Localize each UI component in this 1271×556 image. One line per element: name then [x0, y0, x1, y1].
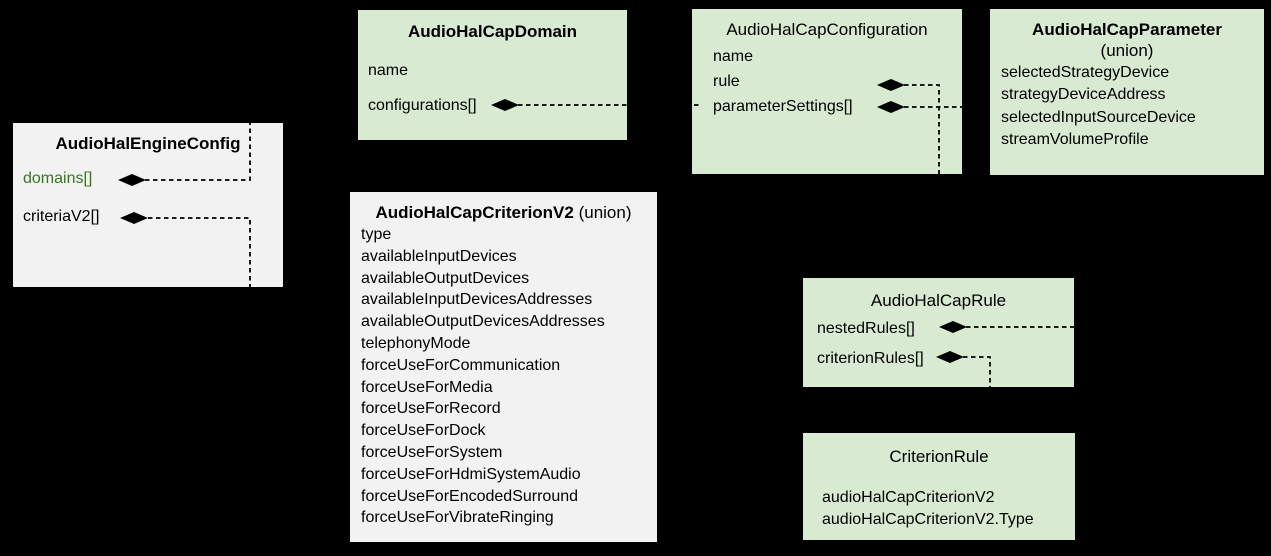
- class-box-audiohalcapdomain: AudioHalCapDomain name configurations[]: [358, 10, 627, 140]
- field-domains: domains[]: [23, 170, 93, 187]
- field-forceuseforhdmisystemaudio: forceUseForHdmiSystemAudio: [361, 465, 581, 483]
- class-title-text: AudioHalCapCriterionV2: [375, 203, 574, 222]
- class-title-audiohalengineconfig: AudioHalEngineConfig: [13, 123, 283, 154]
- field-selectedinputsourcedevice: selectedInputSourceDevice: [1001, 108, 1196, 126]
- field-forceusefordock: forceUseForDock: [361, 422, 486, 440]
- field-audiohalcapcriterionv2: audioHalCapCriterionV2: [822, 489, 995, 506]
- class-title-text: AudioHalCapParameter: [1032, 20, 1222, 39]
- field-forceuseforcommunication: forceUseForCommunication: [361, 356, 561, 374]
- class-title-text: CriterionRule: [889, 447, 989, 466]
- field-availableinputdevices: availableInputDevices: [361, 247, 517, 265]
- field-list: audioHalCapCriterionV2 audioHalCapCriteri…: [803, 487, 1075, 531]
- field-list: domains[] criteriaV2[]: [13, 160, 283, 236]
- field-availableoutputdevices: availableOutputDevices: [361, 269, 530, 287]
- field-name: name: [713, 48, 754, 65]
- class-title-audiohalcaprule: AudioHalCapRule: [803, 278, 1074, 311]
- field-list: selectedStrategyDevice strategyDeviceAddr…: [990, 62, 1264, 151]
- class-title-audiohalcapparameter: AudioHalCapParameter: [990, 9, 1264, 40]
- class-box-audiohalcapconfiguration: AudioHalCapConfiguration name rule paramet…: [692, 9, 962, 174]
- field-rule: rule: [713, 73, 740, 90]
- field-criterionrules: criterionRules[]: [817, 350, 924, 367]
- field-availableoutputdevicesaddresses: availableOutputDevicesAddresses: [361, 313, 605, 331]
- field-list: nestedRules[] criterionRules[]: [803, 314, 1074, 374]
- field-parametersettings: parameterSettings[]: [713, 98, 853, 115]
- field-forceuseformedia: forceUseForMedia: [361, 378, 493, 396]
- class-title-text: AudioHalEngineConfig: [55, 134, 241, 153]
- field-list: type availableInputDevices availableOutput…: [350, 224, 657, 529]
- field-audiohalcapcriterionv2-type: audioHalCapCriterionV2.Type: [822, 511, 1034, 528]
- field-list: name configurations[]: [358, 53, 627, 123]
- class-title-text: AudioHalCapConfiguration: [726, 20, 928, 39]
- field-forceuseforencodedsurround: forceUseForEncodedSurround: [361, 487, 579, 505]
- class-title-text: AudioHalCapRule: [870, 291, 1007, 310]
- field-criteriav2: criteriaV2[]: [23, 208, 100, 225]
- field-nestedrules: nestedRules[]: [817, 320, 915, 337]
- class-title-audiohalcapconfiguration: AudioHalCapConfiguration: [692, 9, 962, 40]
- class-box-audiohalcapcriterionv2: AudioHalCapCriterionV2 (union) type avail…: [350, 192, 657, 542]
- field-configurations: configurations[]: [368, 97, 477, 114]
- field-name: name: [368, 62, 409, 79]
- class-box-audiohalengineconfig: AudioHalEngineConfig domains[] criteriaV2…: [13, 123, 283, 287]
- field-telephonymode: telephonyMode: [361, 334, 471, 352]
- field-strategydeviceaddress: strategyDeviceAddress: [1001, 86, 1166, 104]
- field-selectedstrategydevice: selectedStrategyDevice: [1001, 64, 1170, 81]
- class-box-audiohalcapparameter: AudioHalCapParameter (union) selectedStr…: [990, 9, 1264, 175]
- class-title-audiohalcapcriterionv2: AudioHalCapCriterionV2 (union): [350, 192, 657, 223]
- field-forceuseforrecord: forceUseForRecord: [361, 400, 501, 418]
- field-type: type: [361, 226, 392, 243]
- field-list: name rule parameterSettings[]: [692, 44, 962, 119]
- class-title-audiohalcapdomain: AudioHalCapDomain: [358, 10, 627, 42]
- class-title-suffix-union: (union): [573, 203, 632, 222]
- class-subtitle-union: (union): [1100, 41, 1154, 60]
- class-box-audiohalcaprule: AudioHalCapRule nestedRules[] criterionRu…: [803, 278, 1074, 387]
- class-title-criterionrule: CriterionRule: [803, 433, 1075, 467]
- class-title-text: AudioHalCapDomain: [407, 22, 578, 41]
- field-forceuseforsystem: forceUseForSystem: [361, 443, 503, 461]
- field-forceuseforvibrateringing: forceUseForVibrateRinging: [361, 509, 554, 527]
- field-availableinputdevicesaddresses: availableInputDevicesAddresses: [361, 291, 593, 309]
- field-streamvolumeprofile: streamVolumeProfile: [1001, 130, 1149, 148]
